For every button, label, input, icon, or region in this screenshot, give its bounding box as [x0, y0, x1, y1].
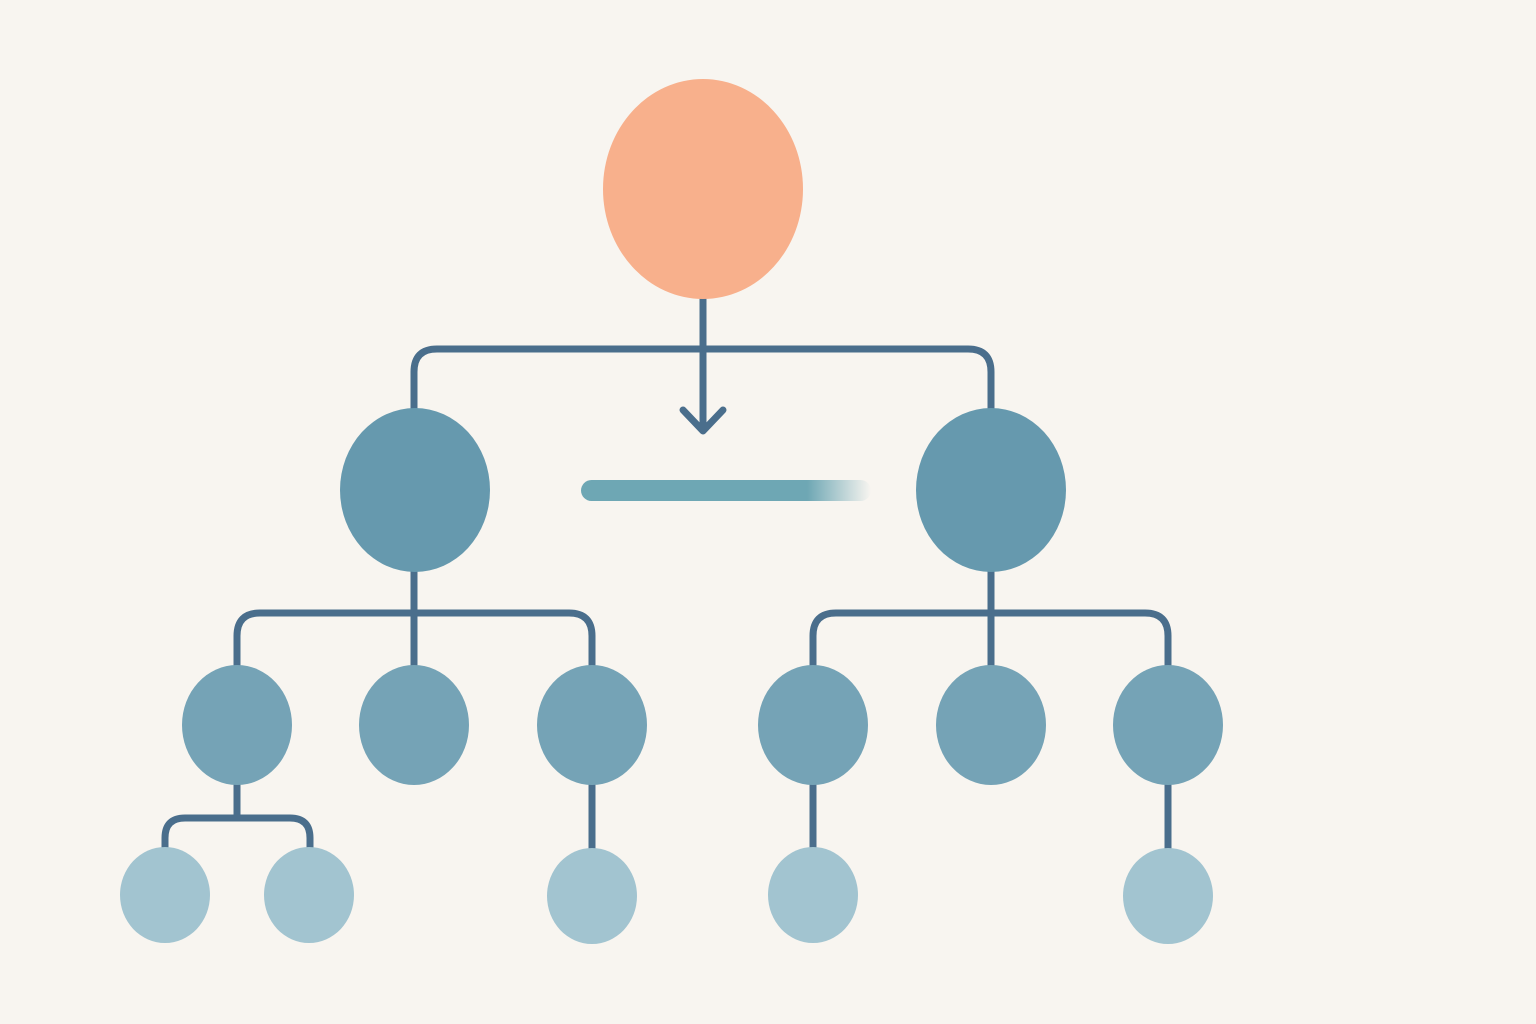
- level3-node-left-1a: [120, 847, 210, 943]
- arrow-head: [679, 406, 727, 435]
- connector-root-to-level1-left: [410, 345, 707, 412]
- level3-node-right-1: [768, 847, 858, 943]
- connector-root-to-level1-right: [699, 345, 995, 412]
- connector-level1-left-to-level2-left-3: [410, 609, 596, 670]
- level2-node-left-3: [537, 665, 647, 785]
- root-down-arrow: [679, 294, 727, 435]
- level2-node-right-2: [936, 665, 1046, 785]
- level3-node-left-1b: [264, 847, 354, 943]
- level3-node-right-3: [1123, 848, 1213, 944]
- level1-node-right: [916, 408, 1066, 572]
- progress-bar: [581, 480, 871, 501]
- level2-node-right-1: [758, 665, 868, 785]
- connector-level1-right-to-level2-right-1: [809, 609, 995, 670]
- connector-level1-left-to-level2-left-1: [233, 609, 418, 670]
- level2-node-left-2: [359, 665, 469, 785]
- connector-level2-left-1-to-level3: [161, 781, 314, 852]
- level2-node-left-1: [182, 665, 292, 785]
- connectors-level1-left: [233, 566, 596, 670]
- connectors-level1-right: [809, 566, 1172, 670]
- level2-node-right-3: [1113, 665, 1223, 785]
- connectors-root: [410, 345, 995, 412]
- root-node: [603, 79, 803, 299]
- connector-level1-right-to-level2-right-3: [987, 609, 1172, 670]
- level3-node-left-3: [547, 848, 637, 944]
- level1-node-left: [340, 408, 490, 572]
- connectors-level2: [161, 781, 1172, 854]
